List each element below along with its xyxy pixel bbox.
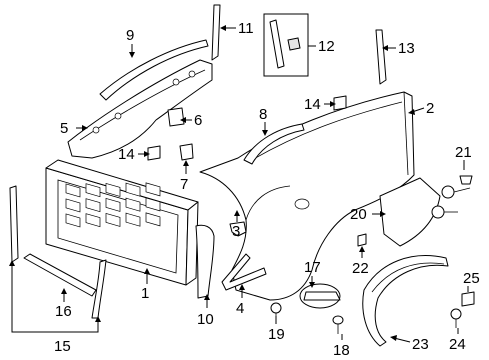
callout-11: 11	[238, 20, 254, 37]
callout-5: 5	[60, 120, 68, 137]
part-7-bracket	[179, 143, 194, 161]
callout-8: 8	[259, 106, 267, 123]
part-19-bolt	[270, 302, 282, 322]
callout-7: 7	[180, 176, 188, 193]
part-21-bolt-set	[431, 175, 473, 219]
part-17-latch	[299, 283, 341, 309]
part-2-quarter-panel	[199, 91, 415, 301]
callout-9: 9	[126, 27, 134, 44]
panel-openings	[65, 182, 161, 228]
part-15-molding-left	[9, 185, 19, 263]
callout-12: 12	[318, 38, 335, 55]
part-14-plug-a	[147, 145, 161, 161]
part-5-inner-panel	[67, 59, 213, 159]
callout-21: 21	[455, 144, 472, 161]
part-20-shield	[379, 177, 441, 247]
part-12-clip-set	[263, 13, 309, 77]
part-25-clip	[461, 291, 475, 307]
callout-20: 20	[350, 206, 367, 223]
callout-14-left: 14	[118, 146, 135, 163]
callout-3: 3	[232, 223, 240, 240]
callout-23: 23	[412, 336, 429, 353]
part-24-fastener	[450, 308, 462, 328]
part-8-arch	[243, 123, 305, 165]
callout-13: 13	[398, 40, 415, 57]
part-22-clip	[357, 233, 367, 247]
callout-16: 16	[55, 303, 72, 320]
part-1-panel	[45, 159, 199, 286]
callout-24: 24	[449, 336, 466, 353]
part-13-strip	[375, 29, 387, 85]
part-18-fastener	[332, 315, 344, 334]
part-14-plug-b	[333, 95, 347, 111]
part-9-rail	[99, 39, 209, 101]
part-16-step-molding	[23, 253, 97, 297]
callout-15: 15	[54, 338, 71, 355]
part-11-strip	[211, 4, 221, 61]
callout-2: 2	[426, 100, 434, 117]
callout-18: 18	[333, 342, 350, 359]
callout-19: 19	[268, 326, 285, 343]
part-6-clip	[167, 107, 185, 127]
part-4-molding	[221, 253, 267, 291]
callout-25: 25	[463, 270, 480, 287]
callout-14-right: 14	[304, 96, 321, 113]
callout-10: 10	[197, 311, 214, 328]
callout-4: 4	[236, 300, 244, 317]
callout-1: 1	[141, 285, 149, 302]
callout-17: 17	[304, 259, 321, 276]
part-23-liner	[362, 255, 449, 347]
callout-6: 6	[194, 112, 202, 129]
part-3-bracket	[229, 221, 247, 237]
part-10-pillar	[195, 224, 215, 299]
callout-22: 22	[352, 260, 369, 277]
